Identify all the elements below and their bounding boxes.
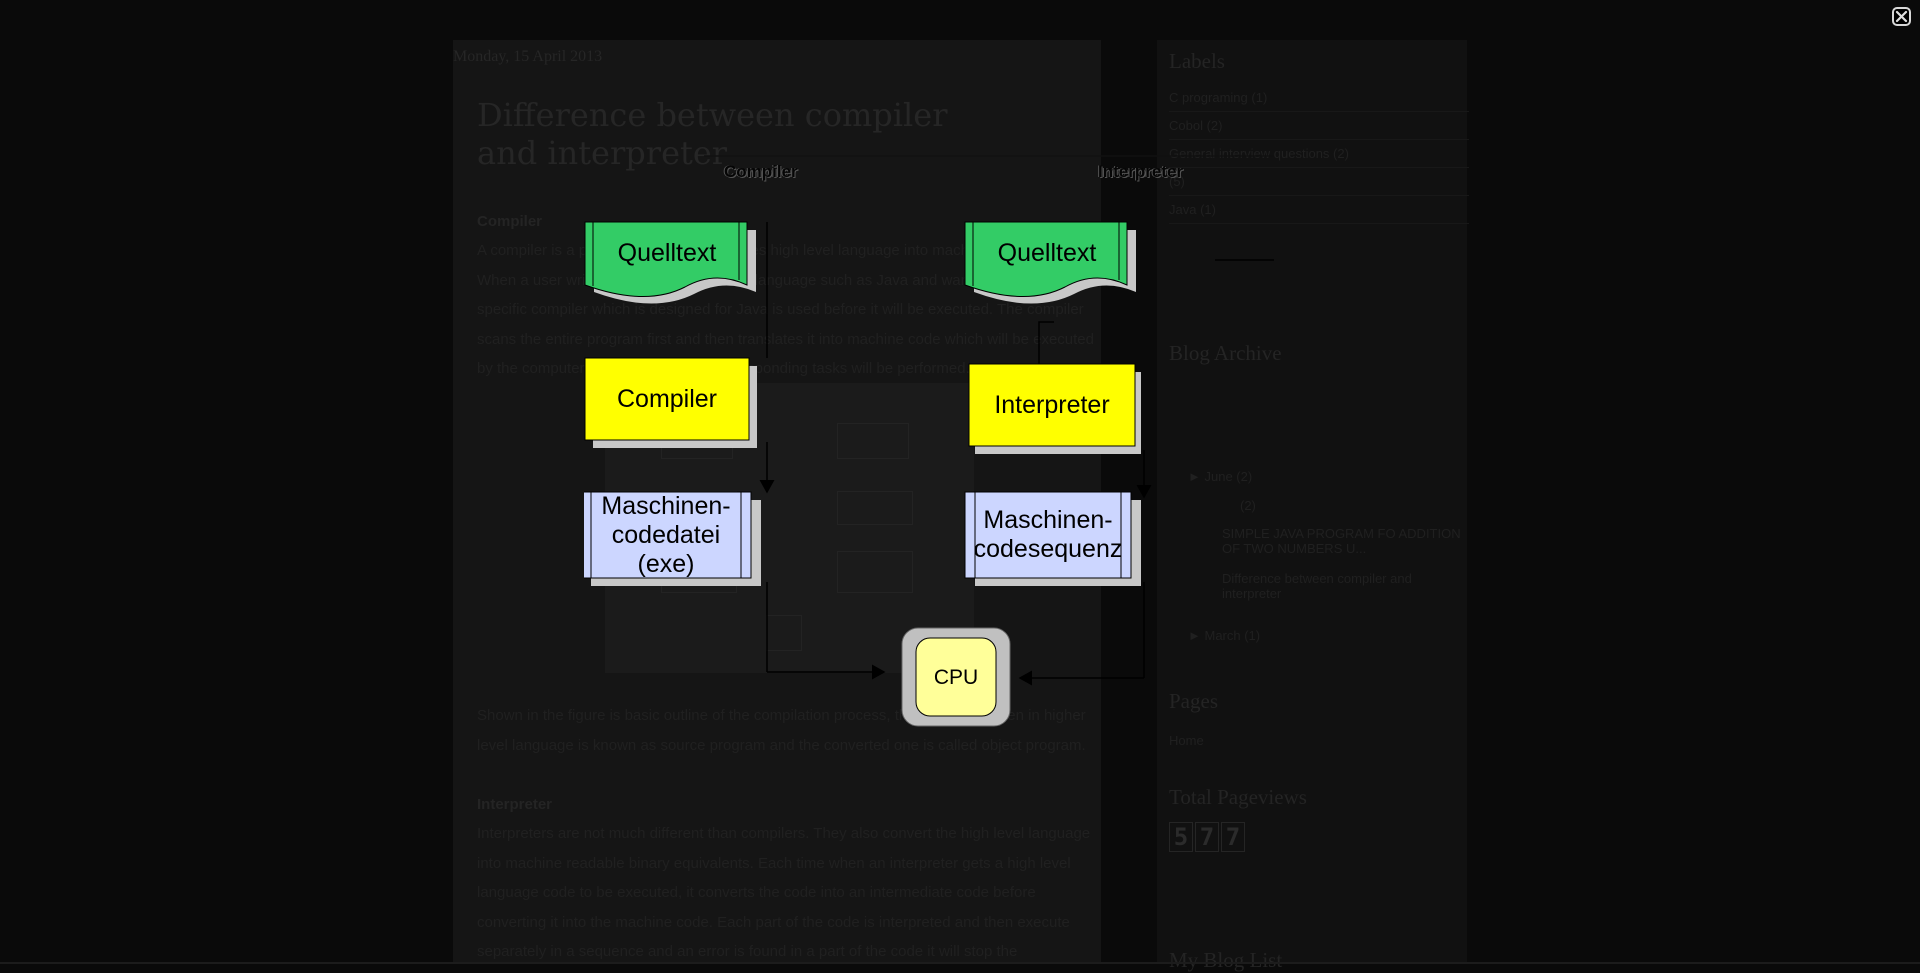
label-link[interactable]: Cobol (2) (1169, 118, 1469, 140)
label-link[interactable]: Java (1) (1169, 202, 1469, 224)
interpreter-column-label: Interpreter (1098, 162, 1184, 181)
interpreter-box (968, 363, 1136, 447)
paragraph-line: specific compiler which is designed for … (477, 301, 1084, 318)
pages-heading: Pages (1169, 689, 1218, 713)
archive-april[interactable]: (2) (1240, 498, 1256, 513)
cpu-label: CPU (933, 665, 979, 689)
paragraph-line: into machine readable binary equivalents… (477, 854, 1071, 872)
diagram-connectors (704, 155, 1274, 686)
exe-box (584, 491, 752, 579)
label-link[interactable]: General interview questions (2) (1169, 146, 1469, 168)
paragraph-line: Interpreters are not much different than… (477, 825, 1091, 842)
paragraph-line: separately in a sequence and an error is… (477, 943, 1018, 960)
window-bottom-edge (0, 962, 1920, 964)
paragraph-line: scans the entire program first and then … (477, 330, 1094, 348)
source-left-label: Quelltext (617, 238, 717, 267)
seq-box (964, 491, 1132, 579)
label-link[interactable]: (5) (1169, 174, 1469, 196)
cpu-inner (915, 637, 997, 717)
source-right-label: Quelltext (997, 238, 1097, 267)
interpreter-box-label: Interpreter (994, 390, 1110, 419)
interpreter-heading: Interpreter (477, 796, 553, 813)
sidebar-column (1157, 40, 1467, 964)
compiler-interpreter-diagram: Compiler Interpreter Quelltext Quelltext… (584, 152, 1274, 734)
source-shape-right (964, 221, 1136, 304)
post-title: Difference between compiler and interpre… (477, 96, 948, 172)
compiler-column-label: Compiler (724, 162, 798, 181)
archive-post-link[interactable]: Difference between compiler and interpre… (1222, 571, 1412, 601)
compiler-box-label: Compiler (616, 384, 718, 413)
pageviews-counter: 5 7 7 (1169, 822, 1245, 852)
interpreter-paragraph: Interpreters are not much different than… (477, 819, 1101, 967)
label-link[interactable]: C programing (1) (1169, 90, 1469, 112)
archive-june[interactable]: ► June (2) (1188, 469, 1253, 484)
compiler-heading: Compiler (477, 213, 543, 230)
paragraph-line: language code to be executed, it convert… (477, 884, 1036, 901)
thumb-box (837, 551, 913, 593)
pageviews-heading: Total Pageviews (1169, 785, 1307, 809)
counter-digit: 7 (1195, 822, 1219, 852)
diagram-graphics (584, 155, 1274, 727)
thumb-box (837, 423, 909, 459)
close-glyph (1895, 10, 1908, 23)
seq-box-label: Maschinen- codesequenz (973, 506, 1123, 563)
paragraph-line: level language is known as source progra… (477, 736, 1086, 754)
thumb-box (837, 491, 913, 525)
paragraph-line: converting it into the machine code. Eac… (477, 913, 1070, 931)
compiler-box (584, 357, 750, 441)
home-link[interactable]: Home (1169, 733, 1204, 748)
close-icon[interactable] (1892, 7, 1911, 26)
archive-march[interactable]: ► March (1) (1188, 628, 1261, 643)
blog-archive-heading: Blog Archive (1169, 341, 1282, 365)
labels-heading: Labels (1169, 49, 1225, 73)
source-shape-left (584, 221, 756, 304)
post-date: Monday, 15 April 2013 (453, 48, 603, 65)
archive-post-link[interactable]: SIMPLE JAVA PROGRAM FO ADDITION OF TWO N… (1222, 526, 1461, 556)
counter-digit: 7 (1221, 822, 1245, 852)
counter-digit: 5 (1169, 822, 1193, 852)
blog-list-heading: My Blog List (1169, 948, 1283, 972)
exe-box-label: Maschinen- codedatei (exe) (601, 491, 731, 578)
